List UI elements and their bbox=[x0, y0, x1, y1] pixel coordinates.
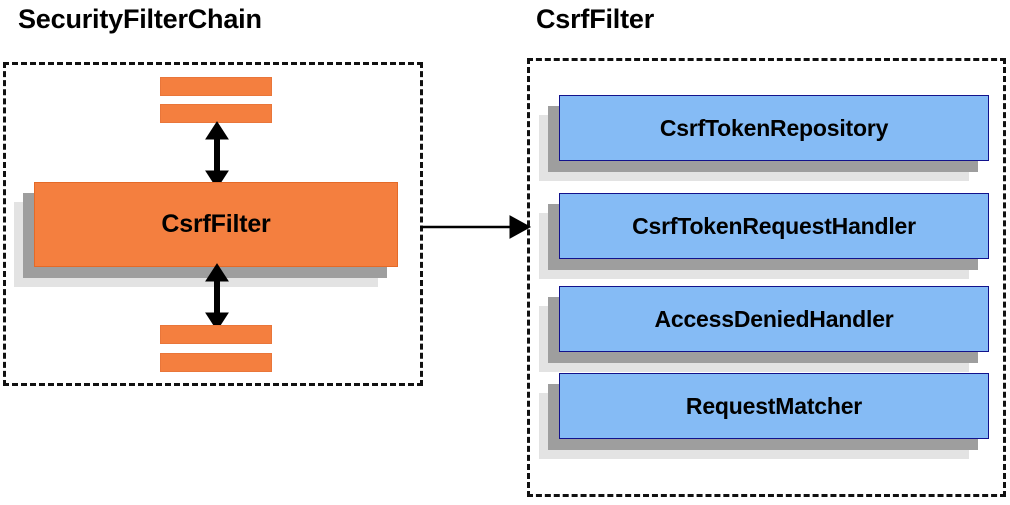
security-filter-chain-container bbox=[3, 62, 423, 386]
node-csrffilter-label: CsrfFilter bbox=[34, 182, 398, 267]
node-accessdeniedhandler-label: AccessDeniedHandler bbox=[559, 286, 989, 352]
filter-stub-above-2 bbox=[160, 104, 272, 123]
node-csrffilter[interactable]: CsrfFilter bbox=[14, 182, 398, 287]
section-title-security-filter-chain: SecurityFilterChain bbox=[18, 4, 262, 34]
arrow-csrffilter-expansion bbox=[420, 215, 532, 239]
filter-stub-above-1 bbox=[160, 77, 272, 96]
csrf-filter-container bbox=[527, 58, 1006, 497]
node-csrftokenrequesthandler[interactable]: CsrfTokenRequestHandler bbox=[539, 193, 989, 279]
filter-stub-below-1 bbox=[160, 325, 272, 344]
node-csrftokenrepository[interactable]: CsrfTokenRepository bbox=[539, 95, 989, 181]
node-csrftokenrequesthandler-label: CsrfTokenRequestHandler bbox=[559, 193, 989, 259]
filter-stub-below-2 bbox=[160, 353, 272, 372]
node-requestmatcher[interactable]: RequestMatcher bbox=[539, 373, 989, 459]
arrow-csrffilter-to-filters-below bbox=[205, 263, 229, 331]
arrow-filters-above-to-csrffilter bbox=[205, 121, 229, 189]
node-csrftokenrepository-label: CsrfTokenRepository bbox=[559, 95, 989, 161]
section-title-csrf-filter: CsrfFilter bbox=[536, 4, 655, 34]
node-requestmatcher-label: RequestMatcher bbox=[559, 373, 989, 439]
node-accessdeniedhandler[interactable]: AccessDeniedHandler bbox=[539, 286, 989, 372]
